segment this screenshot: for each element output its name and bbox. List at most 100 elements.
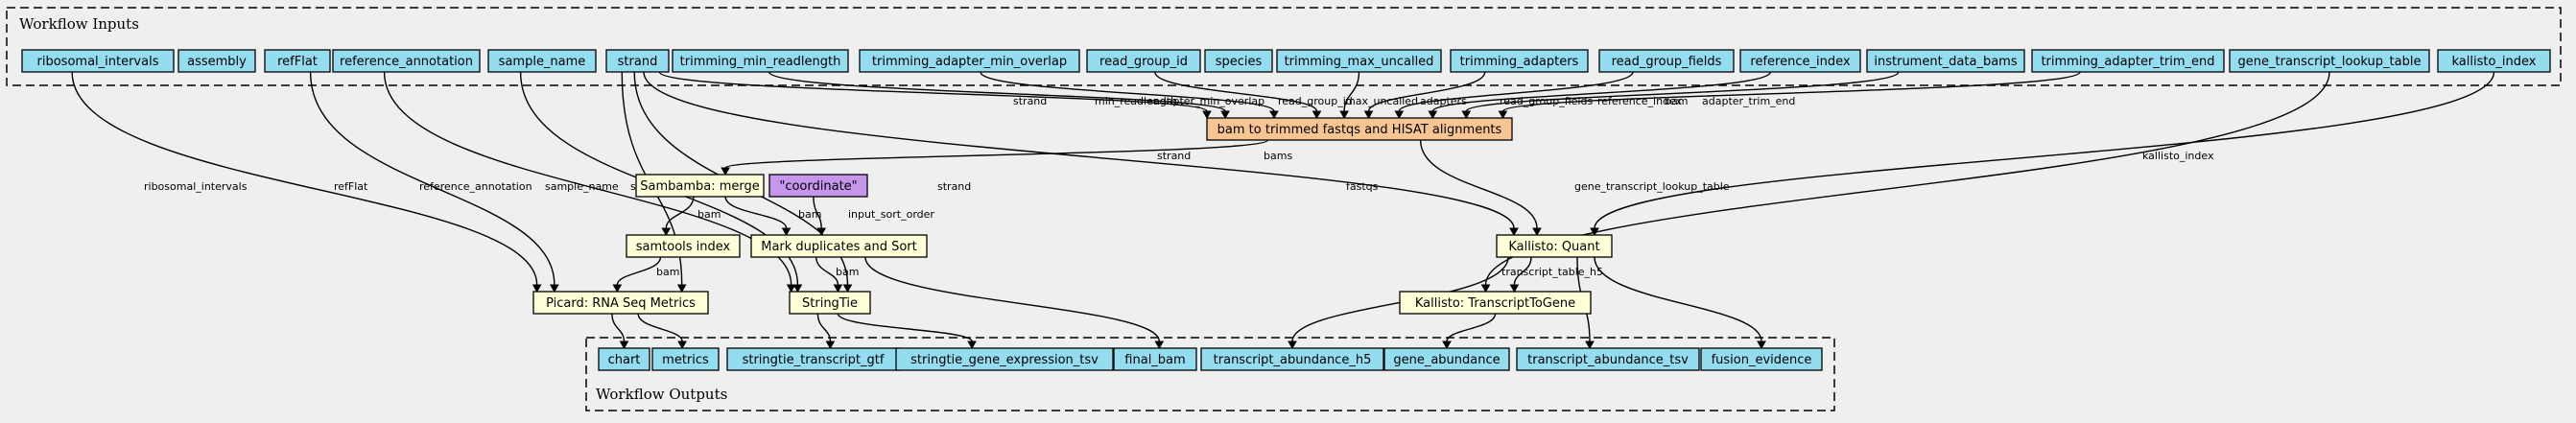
edge-line (658, 71, 1208, 112)
node-box[interactable] (1206, 117, 1513, 141)
node-gene-transcript-lookup-table[interactable]: gene_transcript_lookup_table (2229, 49, 2430, 73)
node-box[interactable] (1204, 49, 1273, 73)
node-strand[interactable]: strand (605, 49, 670, 73)
node-box[interactable] (651, 347, 720, 371)
node-fusion-evidence[interactable]: fusion_evidence (1700, 347, 1823, 371)
node-gene-abundance[interactable]: gene_abundance (1383, 347, 1510, 371)
node-trimming-adapter-min-overlap[interactable]: trimming_adapter_min_overlap (859, 49, 1080, 73)
node-box[interactable] (1276, 49, 1442, 73)
node-chart[interactable]: chart (598, 347, 650, 371)
node-label: kallisto_index (2452, 55, 2537, 69)
node-box[interactable] (895, 347, 1114, 371)
node-box[interactable] (2437, 49, 2551, 73)
arrowhead-icon (677, 341, 687, 350)
node-transcript-abundance-h5[interactable]: transcript_abundance_h5 (1200, 347, 1384, 371)
node-box[interactable] (1739, 49, 1861, 73)
node-box[interactable] (264, 49, 331, 73)
node-bam-to-trimmed[interactable]: bam to trimmed fastqs and HISAT alignmen… (1206, 117, 1513, 141)
node-box[interactable] (21, 49, 175, 73)
node-kallisto-quant[interactable]: Kallisto: Quant (1496, 234, 1613, 258)
node-metrics[interactable]: metrics (651, 347, 720, 371)
arrowhead-icon (1509, 227, 1519, 237)
node-box[interactable] (1086, 49, 1201, 73)
node-box[interactable] (768, 174, 868, 198)
node-final-bam[interactable]: final_bam (1113, 347, 1197, 371)
node-transcript-abundance-tsv[interactable]: transcript_abundance_tsv (1516, 347, 1700, 371)
node-coordinate[interactable]: "coordinate" (768, 174, 868, 198)
arrowhead-icon (1202, 110, 1212, 120)
node-box[interactable] (1200, 347, 1384, 371)
edge-kallisto-quant-to-fusion-evidence (1594, 256, 1766, 350)
node-stringtie[interactable]: StringTie (789, 291, 871, 315)
edge-line (71, 71, 538, 286)
node-box[interactable] (1866, 49, 2025, 73)
edge-picard-rnaseq-to-metrics (637, 313, 687, 350)
edge-line (1419, 139, 1538, 229)
node-stringtie-gene-expression-tsv[interactable]: stringtie_gene_expression_tsv (895, 347, 1114, 371)
arrowhead-icon (792, 284, 803, 294)
node-box[interactable] (1598, 49, 1735, 73)
node-box[interactable] (605, 49, 670, 73)
node-box[interactable] (332, 49, 481, 73)
node-label: stringtie_transcript_gtf (743, 353, 885, 367)
edge-line (837, 313, 973, 342)
node-stringtie-transcript-gtf[interactable]: stringtie_transcript_gtf (726, 347, 900, 371)
node-trimming-adapters[interactable]: trimming_adapters (1450, 49, 1589, 73)
node-reference-index[interactable]: reference_index (1739, 49, 1861, 73)
node-reference-annotation[interactable]: reference_annotation (332, 49, 481, 73)
node-box[interactable] (2031, 49, 2225, 73)
arrowhead-icon (1442, 341, 1452, 350)
node-assembly[interactable]: assembly (177, 49, 256, 73)
node-sample-name[interactable]: sample_name (487, 49, 597, 73)
node-box[interactable] (859, 49, 1080, 73)
node-trimming-max-uncalled[interactable]: trimming_max_uncalled (1276, 49, 1442, 73)
node-species[interactable]: species (1204, 49, 1273, 73)
node-box[interactable] (177, 49, 256, 73)
arrowhead-icon (1394, 110, 1405, 120)
node-label: reference_index (1750, 55, 1850, 69)
arrowhead-icon (676, 284, 687, 294)
workflow-inputs-title: Workflow Inputs (19, 15, 139, 33)
node-box[interactable] (1516, 347, 1700, 371)
node-box[interactable] (1496, 234, 1613, 258)
node-kallisto-t2g[interactable]: Kallisto: TranscriptToGene (1399, 291, 1592, 315)
node-ribosomal-intervals[interactable]: ribosomal_intervals (21, 49, 175, 73)
node-box[interactable] (672, 49, 849, 73)
edge-line (1154, 71, 1318, 112)
edge-label: transcript_table_h5 (1501, 266, 1603, 278)
node-kallisto-index[interactable]: kallisto_index (2437, 49, 2551, 73)
node-box[interactable] (789, 291, 871, 315)
node-box[interactable] (635, 174, 765, 198)
node-box[interactable] (532, 291, 709, 315)
node-read-group-fields[interactable]: read_group_fields (1598, 49, 1735, 73)
node-box[interactable] (2229, 49, 2430, 73)
node-read-group-id[interactable]: read_group_id (1086, 49, 1201, 73)
node-refFlat[interactable]: refFlat (264, 49, 331, 73)
edge-line (1594, 71, 2495, 229)
arrowhead-icon (842, 284, 853, 294)
edge-line (637, 313, 683, 342)
arrowhead-icon (816, 227, 827, 237)
node-picard-rnaseq[interactable]: Picard: RNA Seq Metrics (532, 291, 709, 315)
node-box[interactable] (750, 234, 928, 258)
node-box[interactable] (1113, 347, 1197, 371)
node-box[interactable] (1399, 291, 1592, 315)
arrowhead-icon (1585, 341, 1595, 350)
node-trimming-min-readlength[interactable]: trimming_min_readlength (672, 49, 849, 73)
node-trimming-adapter-trim-end[interactable]: trimming_adapter_trim_end (2031, 49, 2225, 73)
node-label: bam to trimmed fastqs and HISAT alignmen… (1217, 123, 1502, 137)
node-samtools-index[interactable]: samtools index (626, 234, 741, 258)
arrowhead-icon (1590, 227, 1599, 237)
edge-label: adapters (1420, 95, 1467, 107)
arrowhead-icon (1461, 110, 1472, 120)
node-sambamba-merge[interactable]: Sambamba: merge (635, 174, 765, 198)
node-box[interactable] (626, 234, 741, 258)
node-box[interactable] (598, 347, 650, 371)
node-box[interactable] (1450, 49, 1589, 73)
node-mark-duplicates[interactable]: Mark duplicates and Sort (750, 234, 928, 258)
node-box[interactable] (1700, 347, 1823, 371)
node-instrument-data-bams[interactable]: instrument_data_bams (1866, 49, 2025, 73)
node-box[interactable] (487, 49, 597, 73)
node-box[interactable] (1383, 347, 1510, 371)
